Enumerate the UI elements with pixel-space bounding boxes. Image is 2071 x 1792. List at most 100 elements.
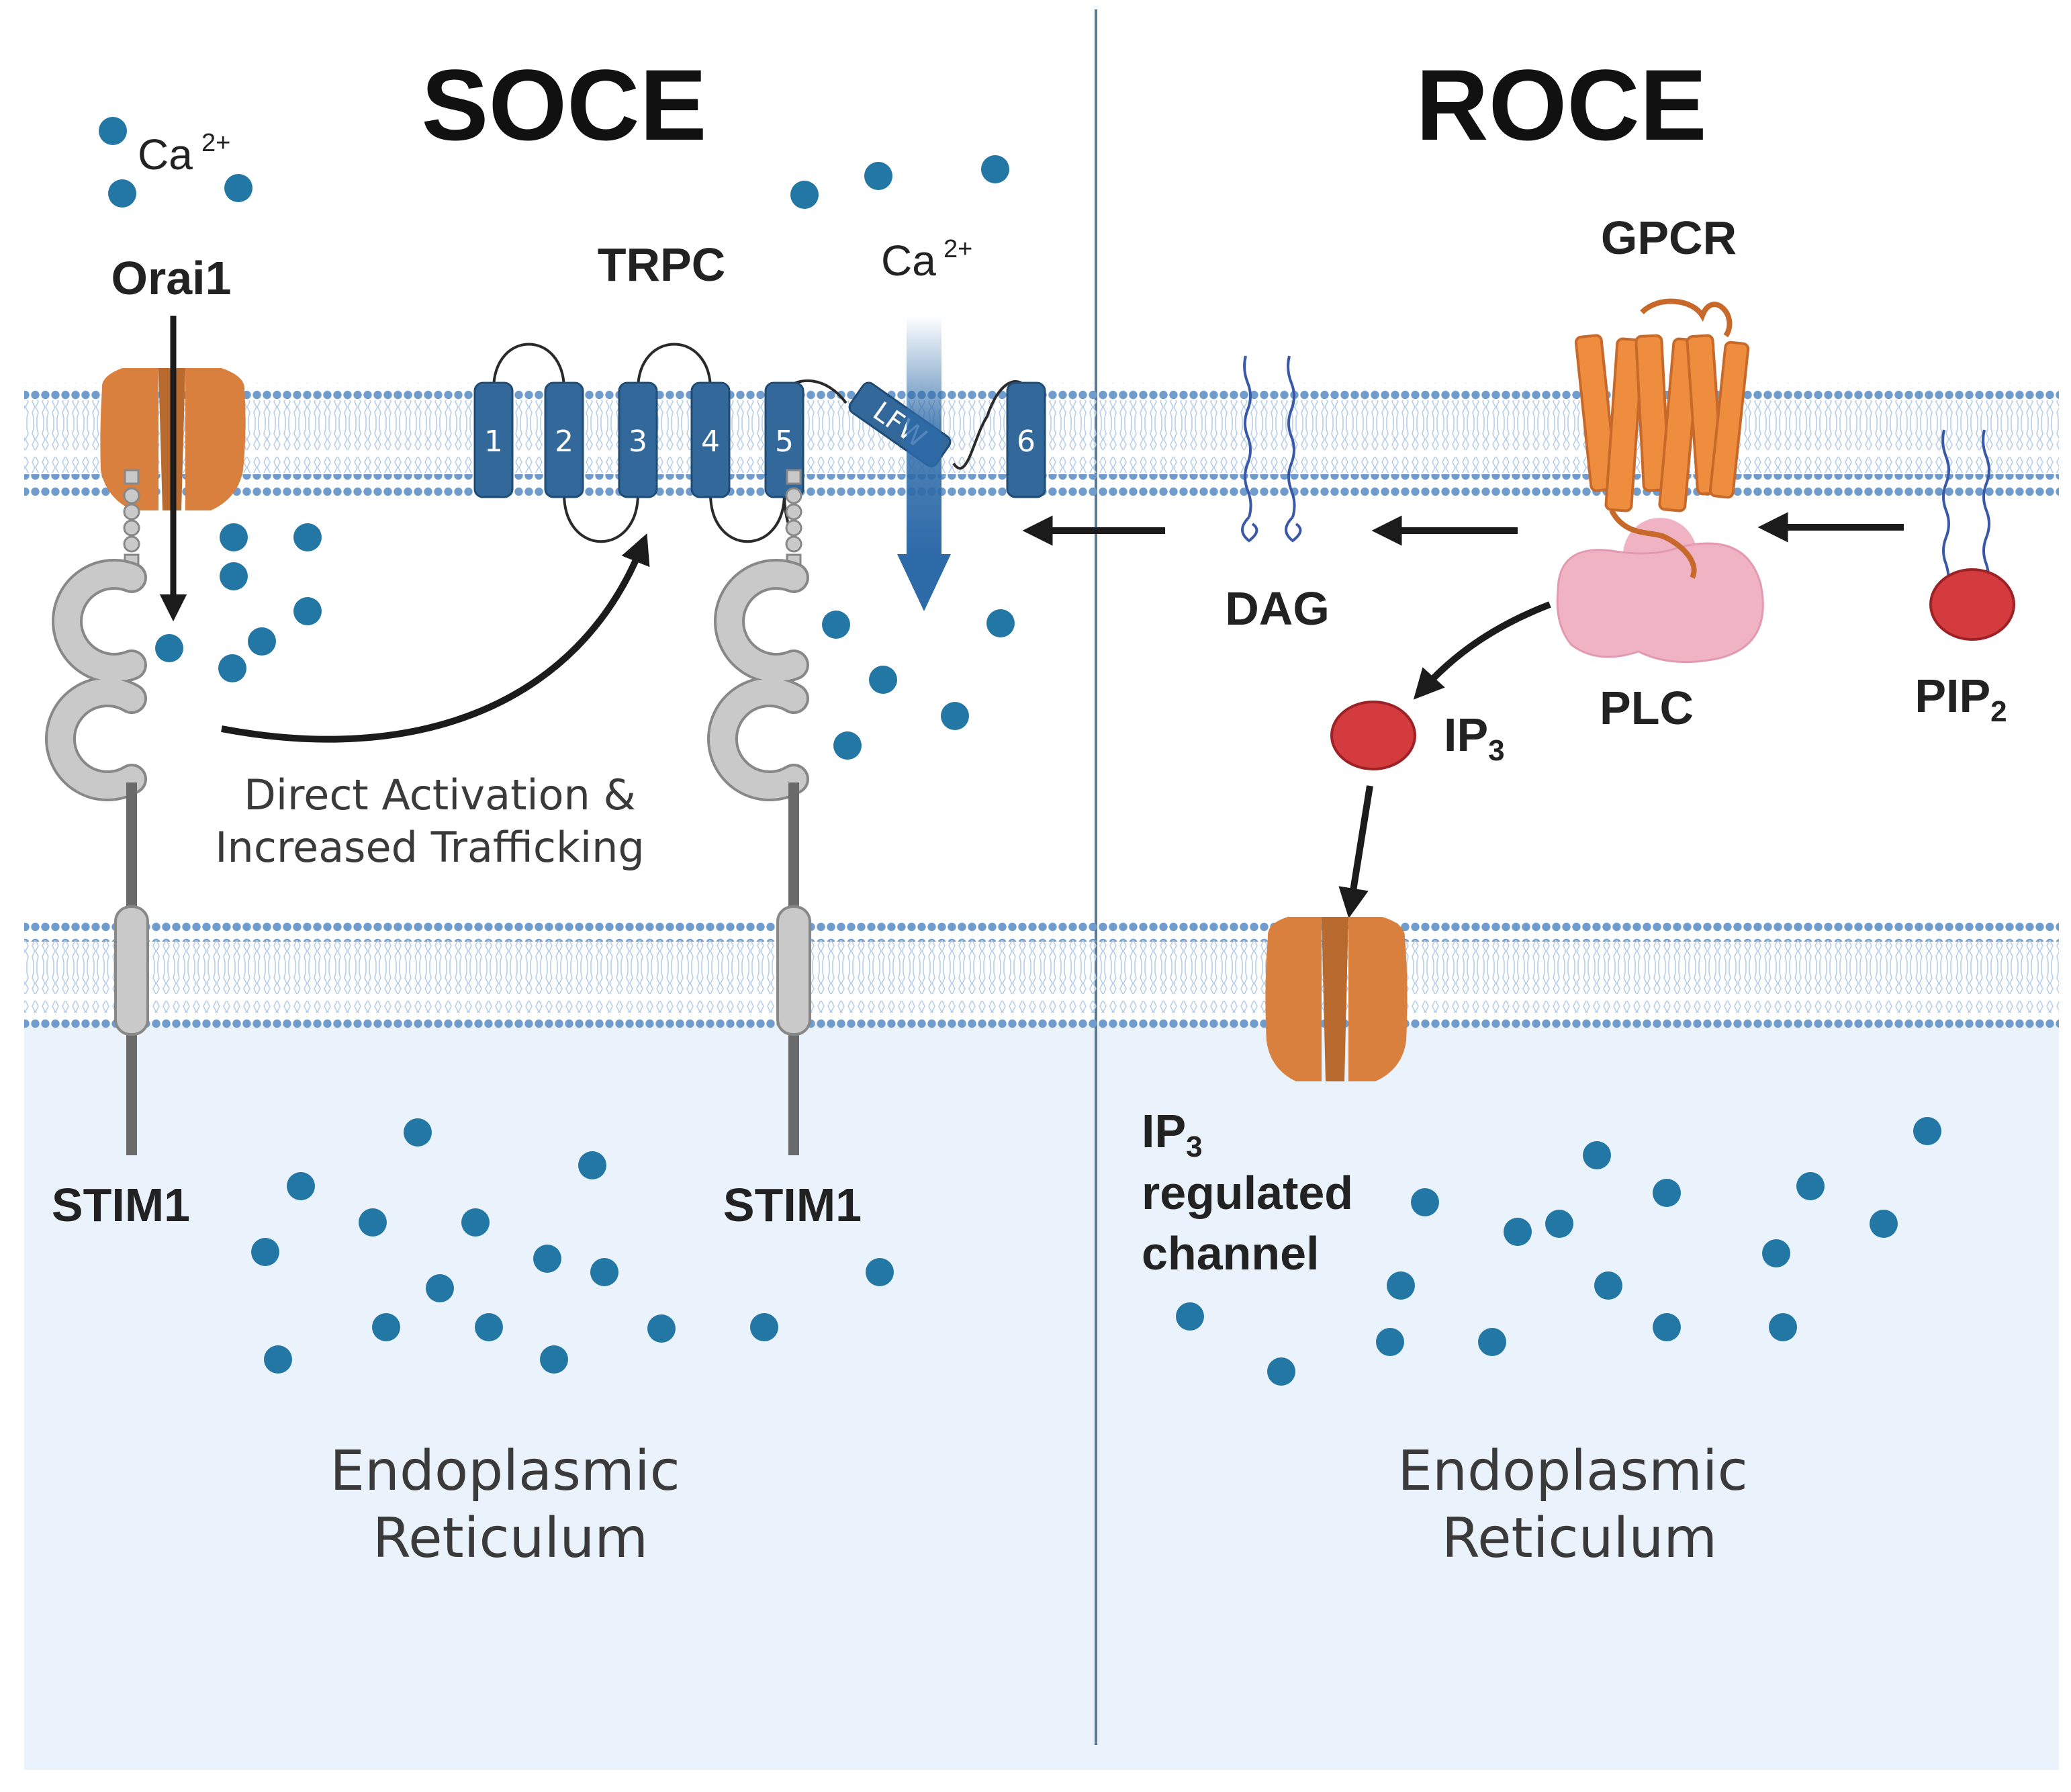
calcium-ion [264,1345,292,1374]
calcium-ion [404,1118,432,1147]
er-label-soce-line1: Endoplasmic [330,1439,680,1503]
calcium-ion [218,654,246,682]
roce-title: ROCE [1416,48,1706,161]
calcium-ion [981,155,1009,183]
calcium-ion [1411,1188,1439,1216]
calcium-ion [108,179,136,208]
pip2-lipid [1929,429,2015,641]
calcium-ion [986,609,1015,637]
calcium-ion [287,1172,315,1200]
er-label-roce-line1: Endoplasmic [1397,1439,1748,1503]
gpcr-receptor [1574,298,1750,579]
calcium-ion [293,597,322,625]
calcium-ion [1913,1117,1941,1145]
activation-text-line2: Increased Trafficking [215,823,645,872]
calcium-ion [372,1313,400,1341]
er-membrane [24,920,2059,1033]
calcium-ion [790,181,819,209]
calcium-ion [359,1208,387,1237]
helix-number-4: 4 [701,424,720,459]
calcium-ion [1769,1313,1797,1341]
calcium-label-left: Ca [138,130,193,179]
ip3-receptor-channel [1265,917,1408,1081]
helix-number-2: 2 [555,424,573,459]
calcium-ion [220,562,248,590]
helix-number-3: 3 [629,424,647,459]
calcium-charge-trpc: 2+ [944,235,972,263]
calcium-ion [647,1314,676,1343]
calcium-ion [1504,1218,1532,1246]
calcium-ion [1762,1239,1790,1267]
ip3-to-channel-arrow [1338,785,1373,919]
calcium-ion [578,1151,606,1179]
er-lumen [24,1024,2059,1770]
helix-number-5: 5 [775,424,794,459]
calcium-ion [941,702,969,730]
pip2-label: PIP2 [1915,670,2007,728]
calcium-ion [866,1258,894,1286]
gpcr-label: GPCR [1601,212,1737,264]
calcium-ion [864,162,892,190]
plc-to-ip3-arrow [1413,601,1551,700]
calcium-ions [99,117,1941,1386]
er-label-soce-line2: Reticulum [373,1507,648,1570]
trpc-loops [492,343,1029,545]
calcium-ion [540,1345,568,1374]
calcium-ion [1796,1172,1825,1200]
stim1-left-label: STIM1 [52,1179,190,1231]
orai1-label: Orai1 [111,252,232,304]
calcium-ion [750,1313,778,1341]
calcium-ion [251,1238,279,1266]
calcium-ion [475,1313,503,1341]
calcium-ion [1583,1141,1611,1169]
plc-enzyme [1556,518,1764,664]
calcium-ion [461,1208,490,1237]
calcium-ion [822,611,850,639]
activation-text-line1: Direct Activation & [244,770,636,819]
trpc-helix-6 [1006,382,1046,498]
calcium-ion [224,174,252,202]
calcium-ion [833,731,862,760]
calcium-ion [220,523,248,551]
calcium-ion [1653,1313,1681,1341]
calcium-ion [1653,1179,1681,1207]
calcium-ion [590,1258,618,1286]
stim1-right-label: STIM1 [723,1179,862,1231]
calcium-ion [293,523,322,551]
calcium-charge-left: 2+ [201,129,230,157]
calcium-ion [1545,1210,1573,1238]
er-label-roce-line2: Reticulum [1442,1507,1717,1570]
calcium-ion [1594,1271,1622,1300]
stim1-left [45,469,149,1155]
trpc-label: TRPC [598,238,726,291]
trpc-helix-2 [544,382,584,498]
calcium-ion [426,1274,454,1302]
trpc-helix-4 [690,382,731,498]
dag-lipid [1241,355,1302,543]
helix-number-6: 6 [1017,424,1036,459]
calcium-ion [1387,1271,1415,1300]
ip3-channel-label-line2: regulated [1142,1167,1353,1219]
ip3-channel-label-line1: IP3 [1142,1105,1203,1163]
ip3-molecule [1330,701,1416,770]
calcium-ion [869,666,897,694]
calcium-label-trpc: Ca [881,236,936,285]
calcium-ion [1267,1357,1295,1386]
ip3-label: IP3 [1444,709,1505,767]
calcium-ion [1478,1328,1506,1356]
plc-label: PLC [1600,682,1694,734]
helix-number-1: 1 [484,424,503,459]
ip3-channel-label-line3: channel [1142,1227,1320,1280]
trpc-calcium-influx-arrow [897,316,951,611]
trpc-helix-3 [618,382,658,498]
calcium-ion [1176,1302,1204,1331]
calcium-ion [1870,1210,1898,1238]
dag-label: DAG [1225,582,1330,635]
soce-title: SOCE [421,48,706,161]
calcium-ion [155,634,183,662]
calcium-ion [1376,1328,1404,1356]
stim1-right [707,469,811,1155]
calcium-ion [248,627,276,656]
